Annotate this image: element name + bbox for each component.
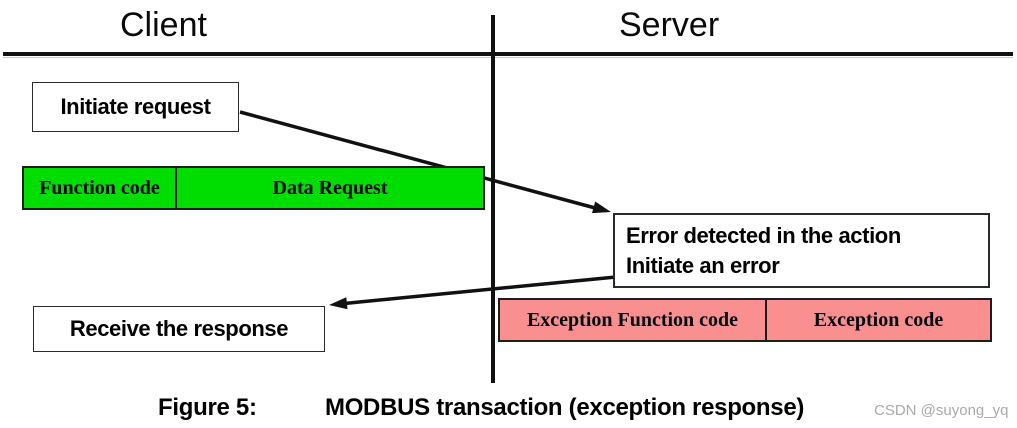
exception-frame-cell-exception-function-code: Exception Function code (500, 300, 765, 340)
error-detected-line1: Error detected in the action (626, 222, 901, 248)
client-heading: Client (120, 6, 207, 44)
exception-frame: Exception Function code Exception code (498, 298, 992, 342)
figure-title: MODBUS transaction (exception response) (325, 394, 805, 421)
exception-code-label: Exception code (813, 308, 944, 331)
header-rule-shadow (3, 57, 1013, 58)
request-arrow (239, 110, 611, 214)
initiate-request-box: Initiate request (32, 82, 239, 132)
function-code-label: Function code (39, 176, 160, 199)
request-frame-cell-function-code: Function code (24, 168, 175, 208)
initiate-request-label: Initiate request (60, 94, 211, 119)
watermark: CSDN @suyong_yq (874, 402, 1009, 419)
response-arrow (329, 275, 617, 310)
figure-label: Figure 5: (158, 394, 257, 421)
error-detected-box: Error detected in the action Initiate an… (613, 213, 990, 288)
exception-frame-cell-exception-code: Exception code (765, 300, 990, 340)
data-request-label: Data Request (272, 176, 388, 199)
exception-function-code-label: Exception Function code (526, 308, 739, 331)
header-rule (3, 52, 1013, 56)
request-frame-cell-data-request: Data Request (175, 168, 483, 208)
request-frame: Function code Data Request (22, 166, 485, 210)
receive-response-box: Receive the response (33, 306, 325, 352)
timeline-divider (491, 15, 495, 383)
server-heading: Server (619, 6, 720, 44)
receive-response-label: Receive the response (69, 316, 289, 341)
error-detected-line2: Initiate an error (626, 252, 780, 278)
